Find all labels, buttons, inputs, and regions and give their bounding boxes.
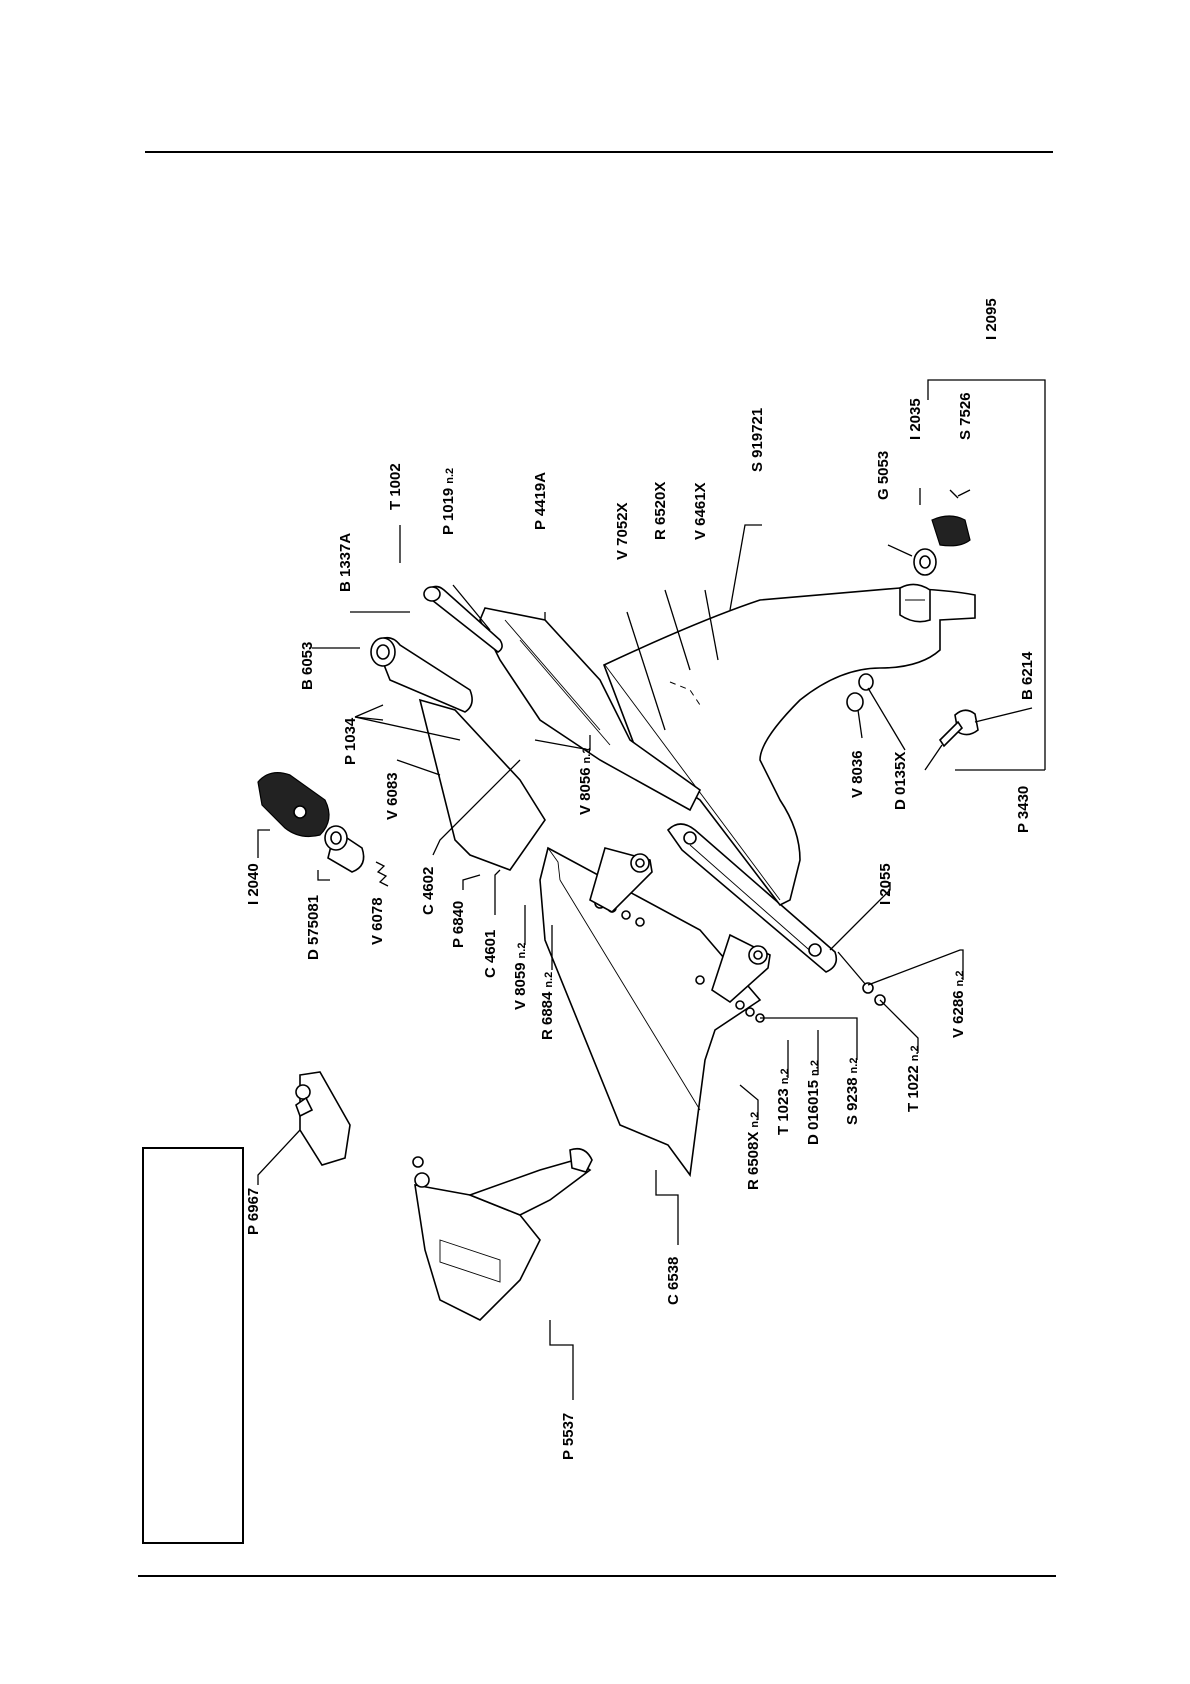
- washers-s9238: [735, 1000, 765, 1023]
- part-label-r6520x: R 6520X: [652, 482, 669, 540]
- part-label-t1023: T 1023n.2: [775, 1068, 792, 1135]
- side-box: [142, 1147, 244, 1544]
- part-label-g5053: G 5053: [875, 451, 892, 500]
- part-label-p3430: P 3430: [1015, 786, 1032, 833]
- part-p6967: [295, 1071, 351, 1166]
- part-label-s919721: S 919721: [749, 408, 766, 472]
- leader-lines: [257, 379, 1046, 1400]
- knob-i2040: [257, 772, 330, 838]
- part-label-v6286: V 6286n.2: [950, 971, 967, 1038]
- part-label-v6078: V 6078: [369, 897, 386, 945]
- part-label-b6214: B 6214: [1019, 651, 1036, 700]
- part-label-v7052x: V 7052X: [614, 502, 631, 560]
- part-label-p1019: P 1019n.2: [440, 468, 457, 535]
- part-label-p1034: P 1034: [342, 717, 359, 765]
- screw-v6286: [837, 951, 874, 994]
- nut-g5053: [913, 548, 937, 576]
- part-label-p5537: P 5537: [560, 1413, 577, 1460]
- adjuster-i2035: [931, 515, 971, 547]
- part-label-t1022: T 1022n.2: [905, 1045, 922, 1112]
- part-label-v8036: V 8036: [849, 750, 866, 798]
- part-label-d0135x: D 0135X: [892, 752, 909, 810]
- part-label-i2055: I 2055: [877, 863, 894, 905]
- part-label-b6053: B 6053: [299, 642, 316, 690]
- bolt-v8036: [846, 673, 874, 712]
- part-label-d575081: D 575081: [305, 895, 322, 960]
- plate-c6538: [539, 846, 762, 1178]
- part-label-d016015: D 016015n.2: [805, 1060, 822, 1145]
- part-label-v6083: V 6083: [384, 772, 401, 820]
- part-label-s7526: S 7526: [957, 392, 974, 440]
- part-label-r6508x: R 6508Xn.2: [745, 1112, 762, 1190]
- part-label-v6461x: V 6461X: [692, 482, 709, 540]
- rail-s919721: [602, 583, 976, 907]
- spring-v6078: [375, 861, 389, 887]
- block-b6053: [370, 636, 473, 713]
- knob-b6214: [938, 709, 979, 748]
- pin-p3430: [924, 744, 943, 771]
- part-label-s9238: S 9238n.2: [844, 1058, 861, 1125]
- part-label-c6538: C 6538: [665, 1257, 682, 1305]
- bottom-rule: [138, 1575, 1056, 1577]
- part-label-p6967: P 6967: [245, 1188, 262, 1235]
- part-label-p6840: P 6840: [450, 901, 467, 948]
- pin-s7526: [949, 489, 959, 499]
- cam-plate-p6840: [418, 698, 546, 871]
- part-label-i2035: I 2035: [907, 398, 924, 440]
- bracket-upper: [589, 847, 653, 913]
- part-label-r6884: R 6884n.2: [539, 972, 556, 1040]
- part-label-i2040: I 2040: [245, 863, 262, 905]
- bracket-lower: [711, 933, 771, 1004]
- part-label-t1002: T 1002: [387, 463, 404, 510]
- part-label-v8059: V 8059n.2: [512, 943, 529, 1010]
- part-label-i2095: I 2095: [983, 298, 1000, 340]
- part-labels: I 2095 I 2035 S 7526 G 5053 S 919721 V 6461X R…: [245, 298, 1036, 1460]
- slot-bar-i2055: [666, 823, 838, 973]
- part-label-b1337a: B 1337A: [337, 533, 354, 592]
- part-p5537: [412, 1147, 593, 1321]
- part-label-p4419a: P 4419A: [532, 472, 549, 530]
- part-label-c4601: C 4601: [482, 930, 499, 978]
- rod-b1337a: [423, 585, 503, 653]
- part-label-c4602: C 4602: [420, 867, 437, 915]
- sleeve-d575081: [324, 825, 365, 873]
- part-label-v8056: V 8056n.2: [577, 748, 594, 815]
- top-rule: [145, 151, 1053, 153]
